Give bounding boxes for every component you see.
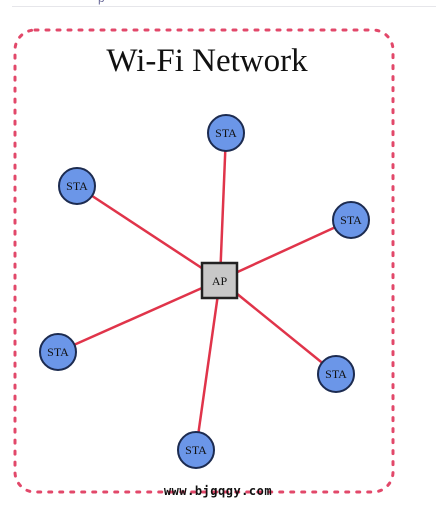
- link-ap-sta-lower-right: [219, 279, 337, 375]
- station-node: STA: [39, 333, 77, 371]
- link-ap-sta-lower-left: [57, 278, 221, 354]
- link-ap-sta-top: [218, 132, 228, 281]
- access-point-box: [200, 261, 239, 300]
- station-node: STA: [177, 431, 215, 469]
- station-node: STA: [332, 201, 370, 239]
- top-text-fragment: p: [98, 0, 110, 6]
- station-label: STA: [47, 345, 69, 359]
- station-label: STA: [66, 179, 88, 193]
- access-point-label: AP: [212, 274, 228, 288]
- link-ap-sta-upper-left: [76, 184, 221, 282]
- station-node: STA: [207, 114, 245, 152]
- station-label: STA: [325, 367, 347, 381]
- station-node: STA: [58, 167, 96, 205]
- station-circle: [177, 431, 215, 469]
- diagram-title: Wi-Fi Network: [106, 43, 308, 79]
- station-circle: [39, 333, 77, 371]
- network-boundary: [13, 28, 395, 494]
- station-circle: [332, 201, 370, 239]
- station-circle: [317, 355, 355, 393]
- links: [57, 132, 352, 451]
- link-ap-sta-bottom: [194, 279, 222, 451]
- station-label: STA: [340, 213, 362, 227]
- access-point-node: AP: [200, 261, 239, 300]
- link-ap-sta-upper-right: [219, 218, 352, 282]
- station-node: STA: [317, 355, 355, 393]
- station-circle: [207, 114, 245, 152]
- top-divider: [12, 6, 436, 7]
- station-label: STA: [215, 126, 237, 140]
- station-label: STA: [185, 443, 207, 457]
- watermark: www.bjgqgy.com: [163, 484, 273, 498]
- station-circle: [58, 167, 96, 205]
